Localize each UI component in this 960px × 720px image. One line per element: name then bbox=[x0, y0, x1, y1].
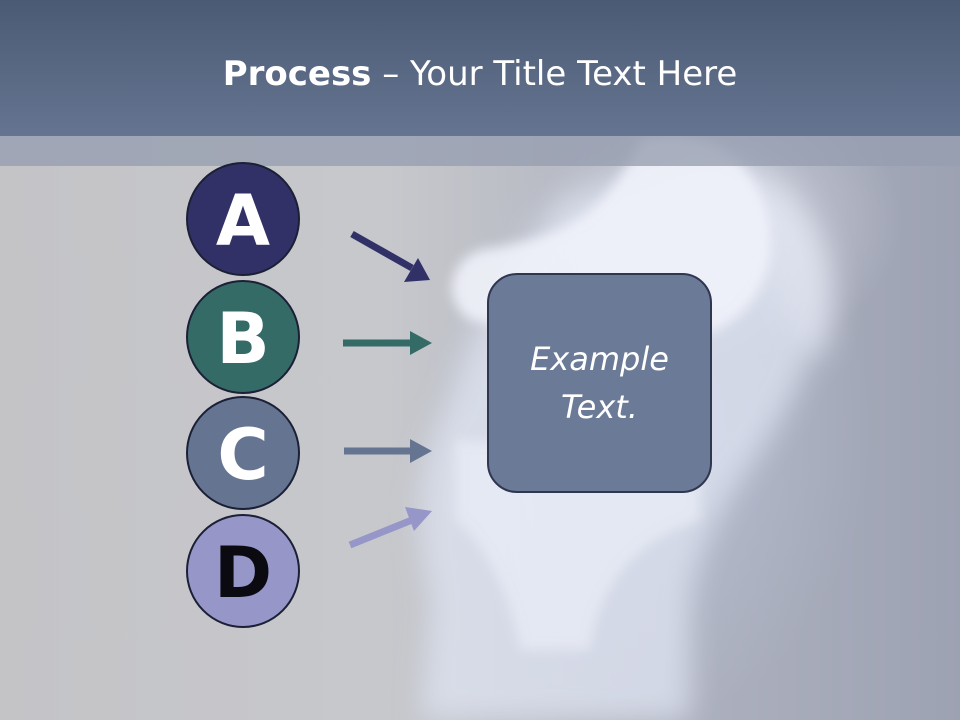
arrow-a bbox=[350, 230, 430, 282]
step-d-letter: D bbox=[213, 532, 273, 614]
arrow-c bbox=[344, 439, 432, 463]
step-b-letter: B bbox=[216, 298, 270, 380]
arrow-d bbox=[348, 507, 432, 549]
step-c-circle: C bbox=[186, 396, 300, 510]
step-a-circle: A bbox=[186, 162, 300, 276]
title-bar-strip bbox=[0, 136, 960, 166]
title-bold: Process bbox=[222, 54, 372, 94]
result-box-text: Example Text. bbox=[530, 340, 669, 426]
step-c-letter: C bbox=[217, 414, 269, 496]
step-d-circle: D bbox=[186, 514, 300, 628]
arrow-b bbox=[343, 331, 432, 355]
step-b-circle: B bbox=[186, 280, 300, 394]
step-a-letter: A bbox=[215, 180, 271, 262]
title-bar bbox=[0, 0, 960, 136]
result-box: Example Text. bbox=[487, 273, 712, 493]
slide-title: Process – Your Title Text Here bbox=[0, 52, 960, 96]
title-rest: – Your Title Text Here bbox=[371, 54, 738, 94]
